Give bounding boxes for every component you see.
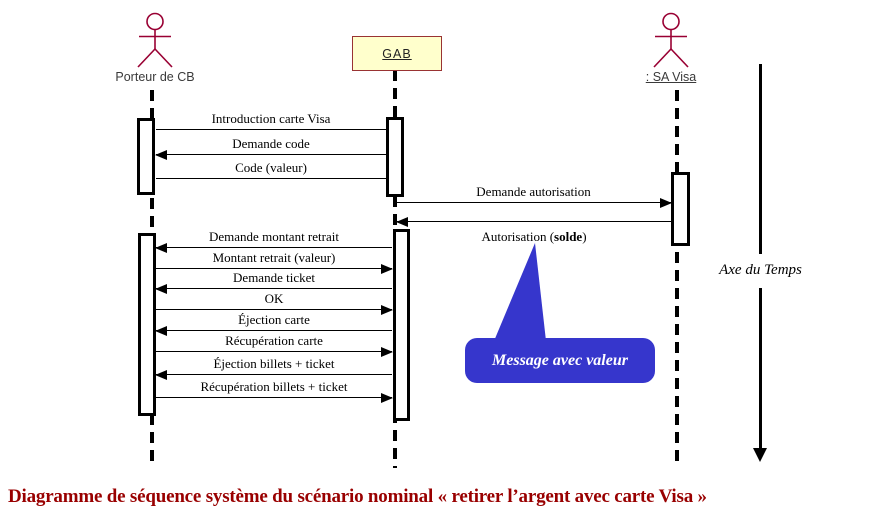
message-line	[156, 304, 393, 315]
actor-figure-icon	[653, 12, 689, 68]
object-label-gab: GAB	[382, 46, 412, 61]
arrowhead-icon	[155, 325, 167, 336]
message-label: Demande montant retrait	[209, 229, 339, 244]
actor-figure-icon	[137, 12, 173, 68]
lifeline-savisa	[675, 90, 679, 466]
message-label: Montant retrait (valeur)	[212, 250, 336, 265]
time-axis-line	[759, 64, 762, 254]
message-line	[396, 216, 671, 227]
message-line	[156, 392, 393, 403]
arrowhead-icon	[660, 197, 672, 208]
message-line	[156, 346, 393, 357]
message-label: Demande autorisation	[476, 184, 591, 199]
message-label: Introduction carte Visa	[211, 111, 331, 126]
message-label: Code (valeur)	[235, 160, 307, 175]
message-line	[156, 178, 386, 180]
object-box-gab: GAB	[352, 36, 442, 71]
message-label: Récupération billets + ticket	[200, 379, 348, 394]
activation-bar-gab-2	[393, 229, 410, 421]
message-line	[156, 129, 386, 131]
arrowhead-icon	[381, 392, 393, 403]
message-label: Demande ticket	[233, 270, 315, 285]
actor-label-porteur: Porteur de CB	[115, 70, 195, 84]
arrowhead-icon	[396, 216, 408, 227]
message-line	[396, 197, 672, 208]
arrowhead-icon	[155, 149, 167, 160]
arrowhead-icon	[381, 346, 393, 357]
time-axis-label: Axe du Temps	[700, 262, 821, 279]
callout: Message avec valeur	[465, 338, 655, 383]
message-label: OK	[264, 291, 284, 306]
arrowhead-icon	[381, 263, 393, 274]
message-line	[155, 149, 386, 160]
message-line	[155, 325, 392, 336]
activation-bar-gab-1	[386, 117, 404, 197]
time-axis-line	[759, 288, 762, 448]
activation-bar-savisa-1	[671, 172, 690, 246]
message-label: Éjection billets + ticket	[213, 356, 335, 371]
arrowhead-icon	[155, 283, 167, 294]
message-line	[155, 369, 392, 380]
callout-pointer	[494, 243, 546, 341]
message-label: Récupération carte	[225, 333, 323, 348]
message-line	[156, 263, 393, 274]
message-label: Autorisation (solde)	[481, 229, 587, 244]
callout-label: Message avec valeur	[492, 351, 628, 369]
time-axis-arrow-icon	[753, 448, 767, 462]
message-label: Demande code	[232, 136, 310, 151]
arrowhead-icon	[155, 369, 167, 380]
activation-bar-porteur-1	[137, 118, 155, 195]
caption: Diagramme de séquence système du scénari…	[8, 486, 707, 507]
message-line	[155, 283, 392, 294]
message-label: Éjection carte	[238, 312, 310, 327]
arrowhead-icon	[155, 242, 167, 253]
actor-label-savisa: : SA Visa	[645, 70, 697, 84]
activation-bar-porteur-2	[138, 233, 156, 416]
message-line	[155, 242, 392, 253]
arrowhead-icon	[381, 304, 393, 315]
